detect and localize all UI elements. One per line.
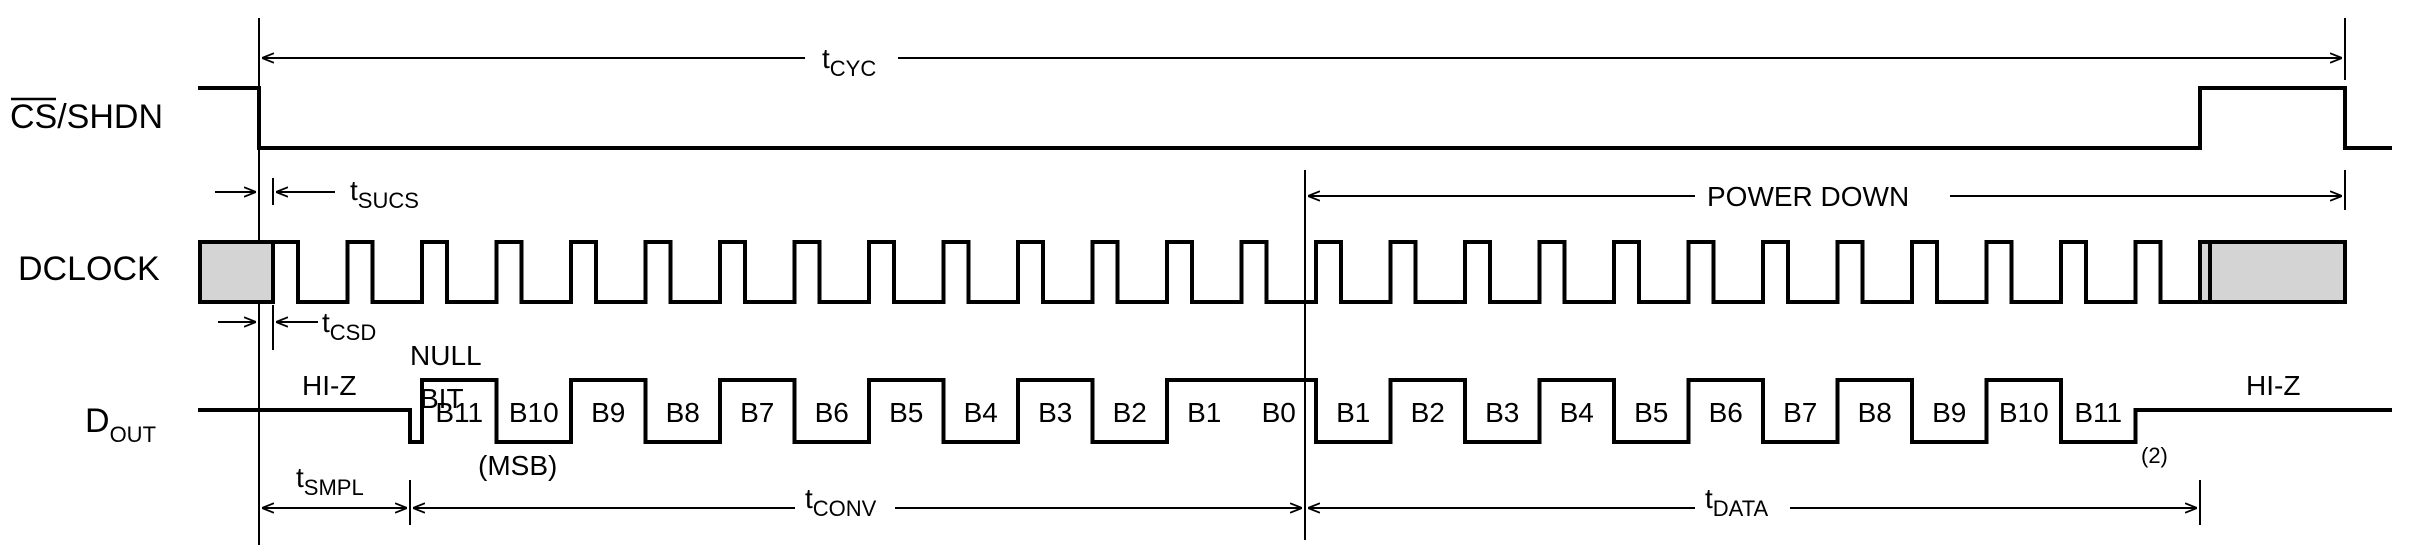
tconv-dimension: tCONV — [413, 483, 1302, 521]
dout-bit-label: B11 — [2074, 397, 2122, 428]
dout-bit-label: B7 — [1783, 397, 1817, 428]
cs-shdn-waveform — [198, 86, 2392, 150]
dclock-label: DCLOCK — [18, 250, 160, 288]
dclock-dont-care-left — [198, 240, 275, 304]
dout-label-sub: OUT — [110, 422, 156, 447]
dout-bit-label: B9 — [1932, 397, 1966, 428]
note-2-label: (2) — [2141, 443, 2168, 468]
dout-waveform — [198, 378, 2392, 444]
dout-bit-label: B2 — [1113, 397, 1147, 428]
cs-bar-text: CS — [10, 98, 57, 136]
dout-bit-label: B4 — [1560, 397, 1594, 428]
dclock-dont-care-right — [2198, 240, 2347, 304]
null-bit-label-line1: NULL — [410, 340, 482, 371]
dout-bit-label: B10 — [509, 397, 559, 428]
dout-bit-label: B6 — [815, 397, 849, 428]
tconv-label: tCONV — [805, 483, 877, 521]
power-down-label: POWER DOWN — [1707, 181, 1909, 212]
dout-bit-label: B3 — [1485, 397, 1519, 428]
tdata-dimension: tDATA — [1308, 483, 2197, 521]
tcsd-label: tCSD — [322, 307, 376, 345]
tcyc-label: tCYC — [822, 43, 876, 81]
svg-text:CS/SHDN: CS/SHDN — [10, 98, 163, 136]
dout-bit-label: B7 — [740, 397, 774, 428]
dout-bit-label: B1 — [1187, 397, 1221, 428]
dout-bit-label: B8 — [1858, 397, 1892, 428]
dout-bit-label: B10 — [1999, 397, 2049, 428]
tcyc-dimension: tCYC — [262, 43, 2342, 81]
tdata-label: tDATA — [1705, 483, 1769, 521]
shdn-text: /SHDN — [57, 98, 163, 136]
cs-shdn-label: CS/SHDN — [10, 97, 163, 136]
dout-bit-label: B8 — [666, 397, 700, 428]
tsucs-dimension: tSUCS — [215, 175, 419, 213]
dout-bit-label: B5 — [1634, 397, 1668, 428]
dout-bit-labels: B11 B10 B9 B8 B7 B6 B5 B4 B3 B2 B1 B0 B1 B2 B3 B4 B5 B6 B7… — [435, 397, 2122, 428]
tsmpl-label: tSMPL — [296, 462, 364, 500]
dout-bit-label: B4 — [964, 397, 998, 428]
hiz-left-label: HI-Z — [302, 370, 356, 401]
dout-bit-label: B1 — [1336, 397, 1370, 428]
power-down-dimension: POWER DOWN — [1308, 181, 2342, 212]
dout-bit-label: B0 — [1262, 397, 1296, 428]
dout-label-main: D — [85, 402, 110, 440]
dout-label: DOUT — [85, 402, 156, 447]
dout-bit-label: B3 — [1038, 397, 1072, 428]
tsucs-label: tSUCS — [350, 175, 419, 213]
dout-bit-label: B9 — [591, 397, 625, 428]
dclock-waveform — [271, 240, 2347, 304]
null-bit-label-line2: BIT — [420, 383, 464, 414]
hiz-right-label: HI-Z — [2246, 370, 2300, 401]
dout-bit-label: B2 — [1411, 397, 1445, 428]
dout-bit-label: B6 — [1709, 397, 1743, 428]
tcsd-dimension: tCSD — [218, 307, 376, 345]
tsmpl-dimension: tSMPL — [262, 462, 407, 508]
dout-bit-label: B11 — [435, 397, 483, 428]
msb-label: (MSB) — [478, 450, 557, 481]
dout-bit-label: B5 — [889, 397, 923, 428]
